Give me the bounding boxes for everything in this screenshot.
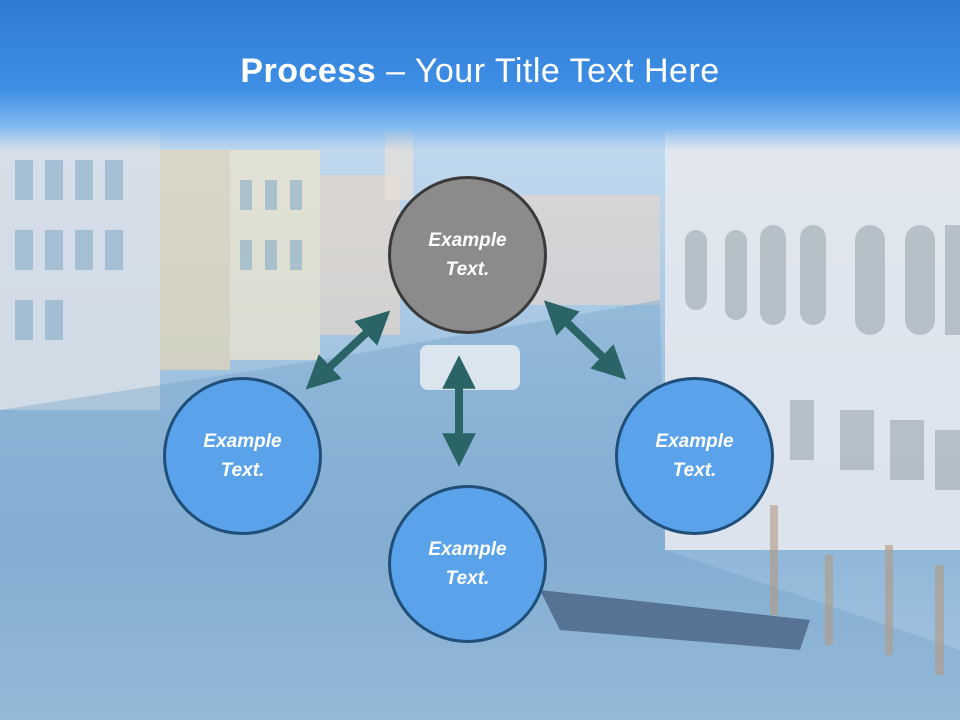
title-bold: Process <box>240 52 377 90</box>
process-node-right: Example Text. <box>615 377 774 535</box>
title-rest: – Your Title Text Here <box>376 52 720 90</box>
process-node-top: Example Text. <box>388 176 547 334</box>
slide-title: Process – Your Title Text Here <box>0 52 960 91</box>
node-bottom-label: Example Text. <box>428 539 507 589</box>
double-arrow-icon <box>543 300 627 380</box>
node-right-label: Example Text. <box>655 431 734 481</box>
double-arrow-icon <box>305 310 391 390</box>
process-node-left: Example Text. <box>163 377 322 535</box>
title-bar: Process – Your Title Text Here <box>0 0 960 150</box>
node-top-label: Example Text. <box>428 230 507 280</box>
process-node-bottom: Example Text. <box>388 485 547 643</box>
node-left-label: Example Text. <box>203 431 282 481</box>
